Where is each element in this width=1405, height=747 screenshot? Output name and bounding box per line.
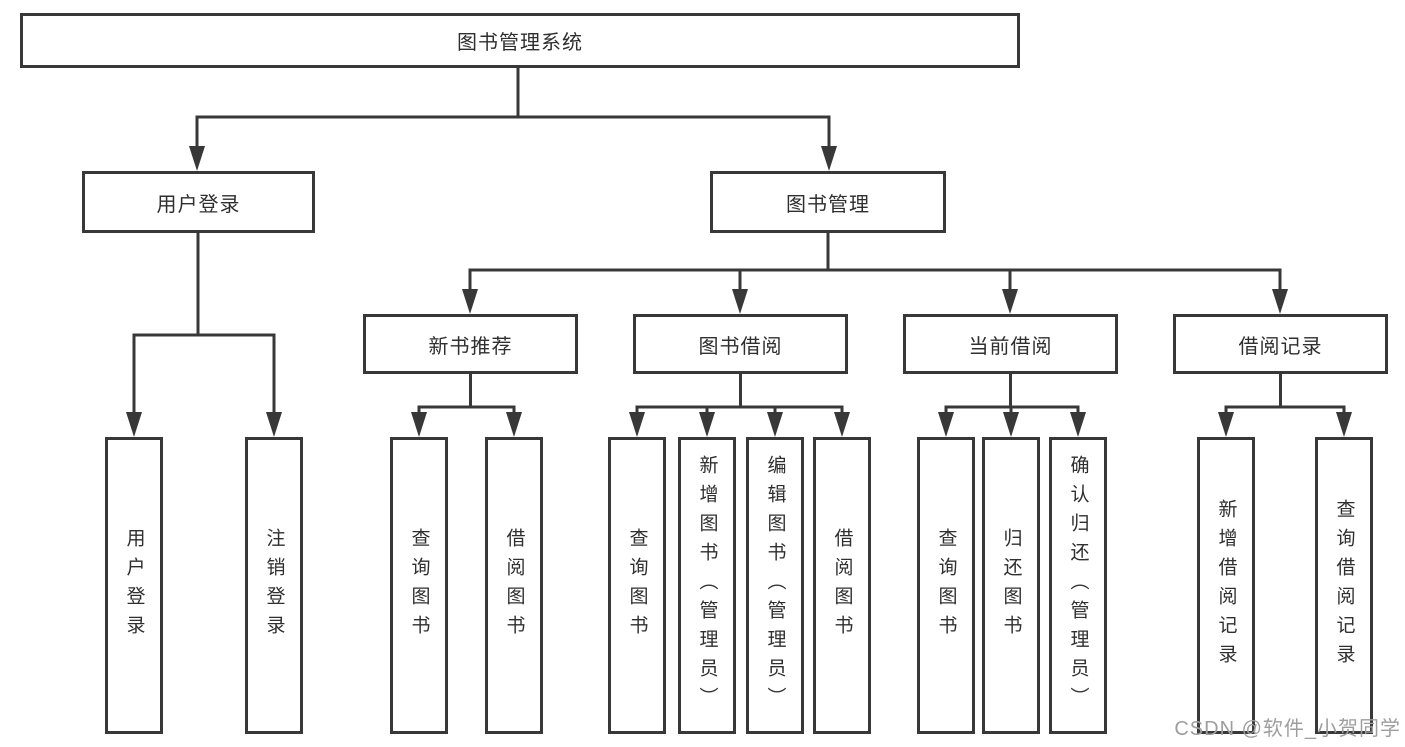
node-borrow-records: 借阅记录 — [1173, 314, 1388, 374]
leaf-query-books-borrow: 查询图书 — [608, 437, 666, 734]
connector-book-management-to-level3 — [462, 233, 1288, 314]
watermark: CSDN @软件_小贺同学 — [1174, 718, 1401, 740]
node-current-borrow: 当前借阅 — [903, 314, 1118, 374]
leaf-return-books: 归还图书 — [982, 437, 1040, 734]
connector-borrow-records-to-leaves — [1218, 374, 1352, 437]
node-book-borrow: 图书借阅 — [633, 314, 848, 374]
connector-current-borrow-to-leaves — [938, 374, 1086, 437]
leaf-confirm-return-admin: 确认归还（管理员） — [1049, 437, 1107, 734]
leaf-query-books-current: 查询图书 — [917, 437, 975, 734]
connector-user-login-to-leaves — [126, 233, 282, 437]
node-book-management: 图书管理 — [710, 171, 946, 233]
node-library-management-system: 图书管理系统 — [20, 13, 1020, 68]
connector-new-book-to-leaves — [411, 374, 522, 437]
leaf-query-books-recommend: 查询图书 — [390, 437, 448, 734]
leaf-borrow-books-recommend: 借阅图书 — [485, 437, 543, 734]
leaf-add-books-admin: 新增图书（管理员） — [678, 437, 736, 734]
leaf-query-borrow-record: 查询借阅记录 — [1315, 437, 1373, 734]
node-user-login: 用户登录 — [82, 171, 315, 233]
leaf-add-borrow-record: 新增借阅记录 — [1197, 437, 1255, 734]
leaf-edit-books-admin: 编辑图书（管理员） — [746, 437, 804, 734]
node-new-book-recommend: 新书推荐 — [363, 314, 578, 374]
connector-root-to-level2 — [189, 68, 837, 171]
connector-book-borrow-to-leaves — [629, 374, 850, 437]
leaf-user-login: 用户登录 — [105, 437, 163, 734]
leaf-borrow-books: 借阅图书 — [813, 437, 871, 734]
leaf-logout: 注销登录 — [245, 437, 303, 734]
